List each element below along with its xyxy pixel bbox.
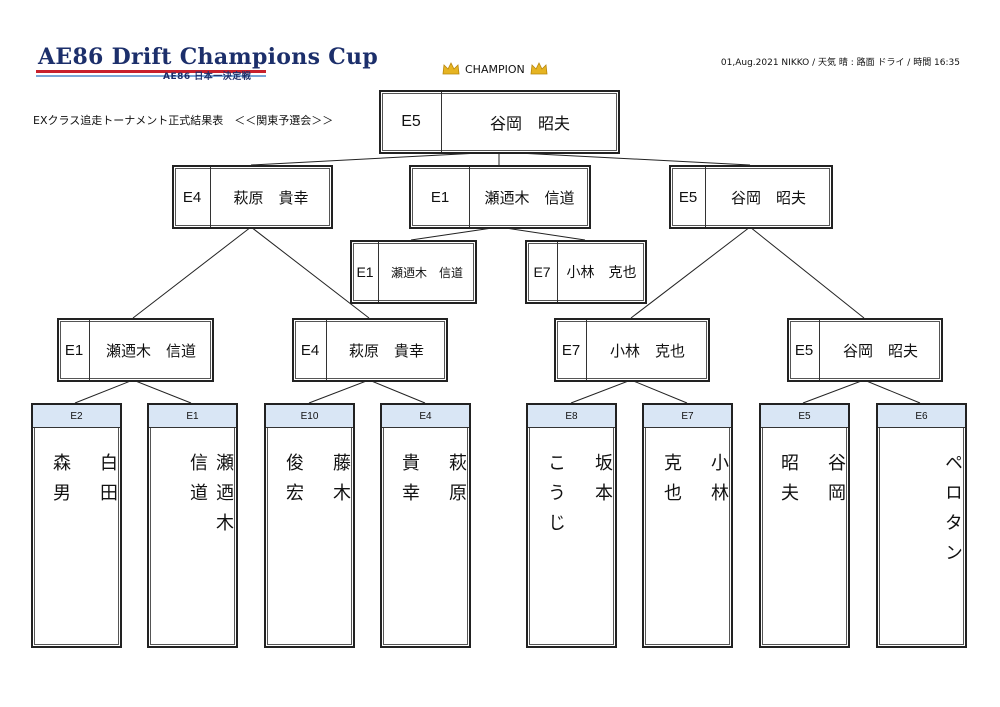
entry-seed: E1: [149, 405, 236, 428]
page-title: EXクラス追走トーナメント正式結果表 ＜＜関東予選会＞＞: [33, 114, 334, 127]
semifinal-box: E7 小林 克也: [554, 318, 710, 382]
semifinal-box: E1 瀬迺木 信道: [57, 318, 214, 382]
entry-seed: E2: [33, 405, 120, 428]
crown-icon: [530, 62, 548, 75]
entry-name: ペロタン: [942, 453, 963, 573]
entry-card: E8 坂本 こうじ: [526, 403, 617, 648]
entry-name: 白田 森男: [50, 453, 118, 513]
final-box: E4 萩原 貴幸: [172, 165, 333, 229]
entry-name: 谷岡 昭夫: [778, 453, 846, 513]
crown-icon: [442, 62, 460, 75]
driver-name: 萩原 貴幸: [348, 341, 424, 360]
seed-label: E1: [59, 320, 90, 380]
entry-seed: E6: [878, 405, 965, 428]
entry-name: 萩原 貴幸: [399, 453, 467, 513]
driver-name: 瀬迺木 信道: [390, 265, 463, 280]
seed-label: E4: [174, 167, 211, 227]
driver-name: 萩原 貴幸: [233, 188, 309, 207]
driver-name: 瀬迺木 信道: [484, 188, 575, 207]
champion-heading: CHAMPION: [442, 62, 548, 76]
third-place-box: E1 瀬迺木 信道: [350, 240, 477, 304]
logo-stripe-secondary: [36, 75, 266, 77]
event-info: 01,Aug.2021 NIKKO / 天気 晴 : 路面 ドライ / 時間 1…: [720, 58, 960, 68]
entry-card: E10 藤木 俊宏: [264, 403, 355, 648]
driver-name: 谷岡 昭夫: [489, 114, 570, 133]
entry-name: 小林 克也: [661, 453, 729, 513]
entry-seed: E5: [761, 405, 848, 428]
driver-name: 小林 克也: [609, 341, 685, 360]
driver-name: 谷岡 昭夫: [842, 341, 918, 360]
logo-subtitle: AE86 日本一決定戦: [163, 72, 252, 82]
semifinal-box: E5 谷岡 昭夫: [787, 318, 943, 382]
seed-label: E5: [671, 167, 706, 227]
semifinal-box: E4 萩原 貴幸: [292, 318, 448, 382]
entry-card: E2 白田 森男: [31, 403, 122, 648]
seed-label: E7: [556, 320, 587, 380]
logo-stripe: [36, 70, 266, 73]
champion-box: E5 谷岡 昭夫: [379, 90, 620, 154]
third-place-box: E7 小林 克也: [525, 240, 647, 304]
seed-label: E4: [294, 320, 327, 380]
entry-seed: E7: [644, 405, 731, 428]
driver-name: 瀬迺木 信道: [105, 341, 196, 360]
driver-name: 小林 克也: [566, 265, 637, 281]
champion-label: CHAMPION: [465, 62, 525, 76]
entry-card: E7 小林 克也: [642, 403, 733, 648]
seed-label: E1: [411, 167, 470, 227]
entry-card: E6 ペロタン: [876, 403, 967, 648]
seed-label: E5: [789, 320, 820, 380]
entry-name: 瀬迺木 信道: [187, 453, 234, 543]
entry-name: 坂本 こうじ: [545, 453, 613, 543]
seed-label: E7: [527, 242, 558, 302]
entry-card: E1 瀬迺木 信道: [147, 403, 238, 648]
driver-name: 谷岡 昭夫: [730, 188, 806, 207]
entry-card: E4 萩原 貴幸: [380, 403, 471, 648]
entry-seed: E8: [528, 405, 615, 428]
entry-seed: E10: [266, 405, 353, 428]
entry-name: 藤木 俊宏: [283, 453, 351, 513]
event-logo: AE86 Drift Champions Cup: [38, 44, 379, 70]
seed-label: E1: [352, 242, 379, 302]
seed-label: E5: [381, 92, 442, 152]
final-box: E1 瀬迺木 信道: [409, 165, 591, 229]
entry-card: E5 谷岡 昭夫: [759, 403, 850, 648]
final-box: E5 谷岡 昭夫: [669, 165, 833, 229]
entry-seed: E4: [382, 405, 469, 428]
